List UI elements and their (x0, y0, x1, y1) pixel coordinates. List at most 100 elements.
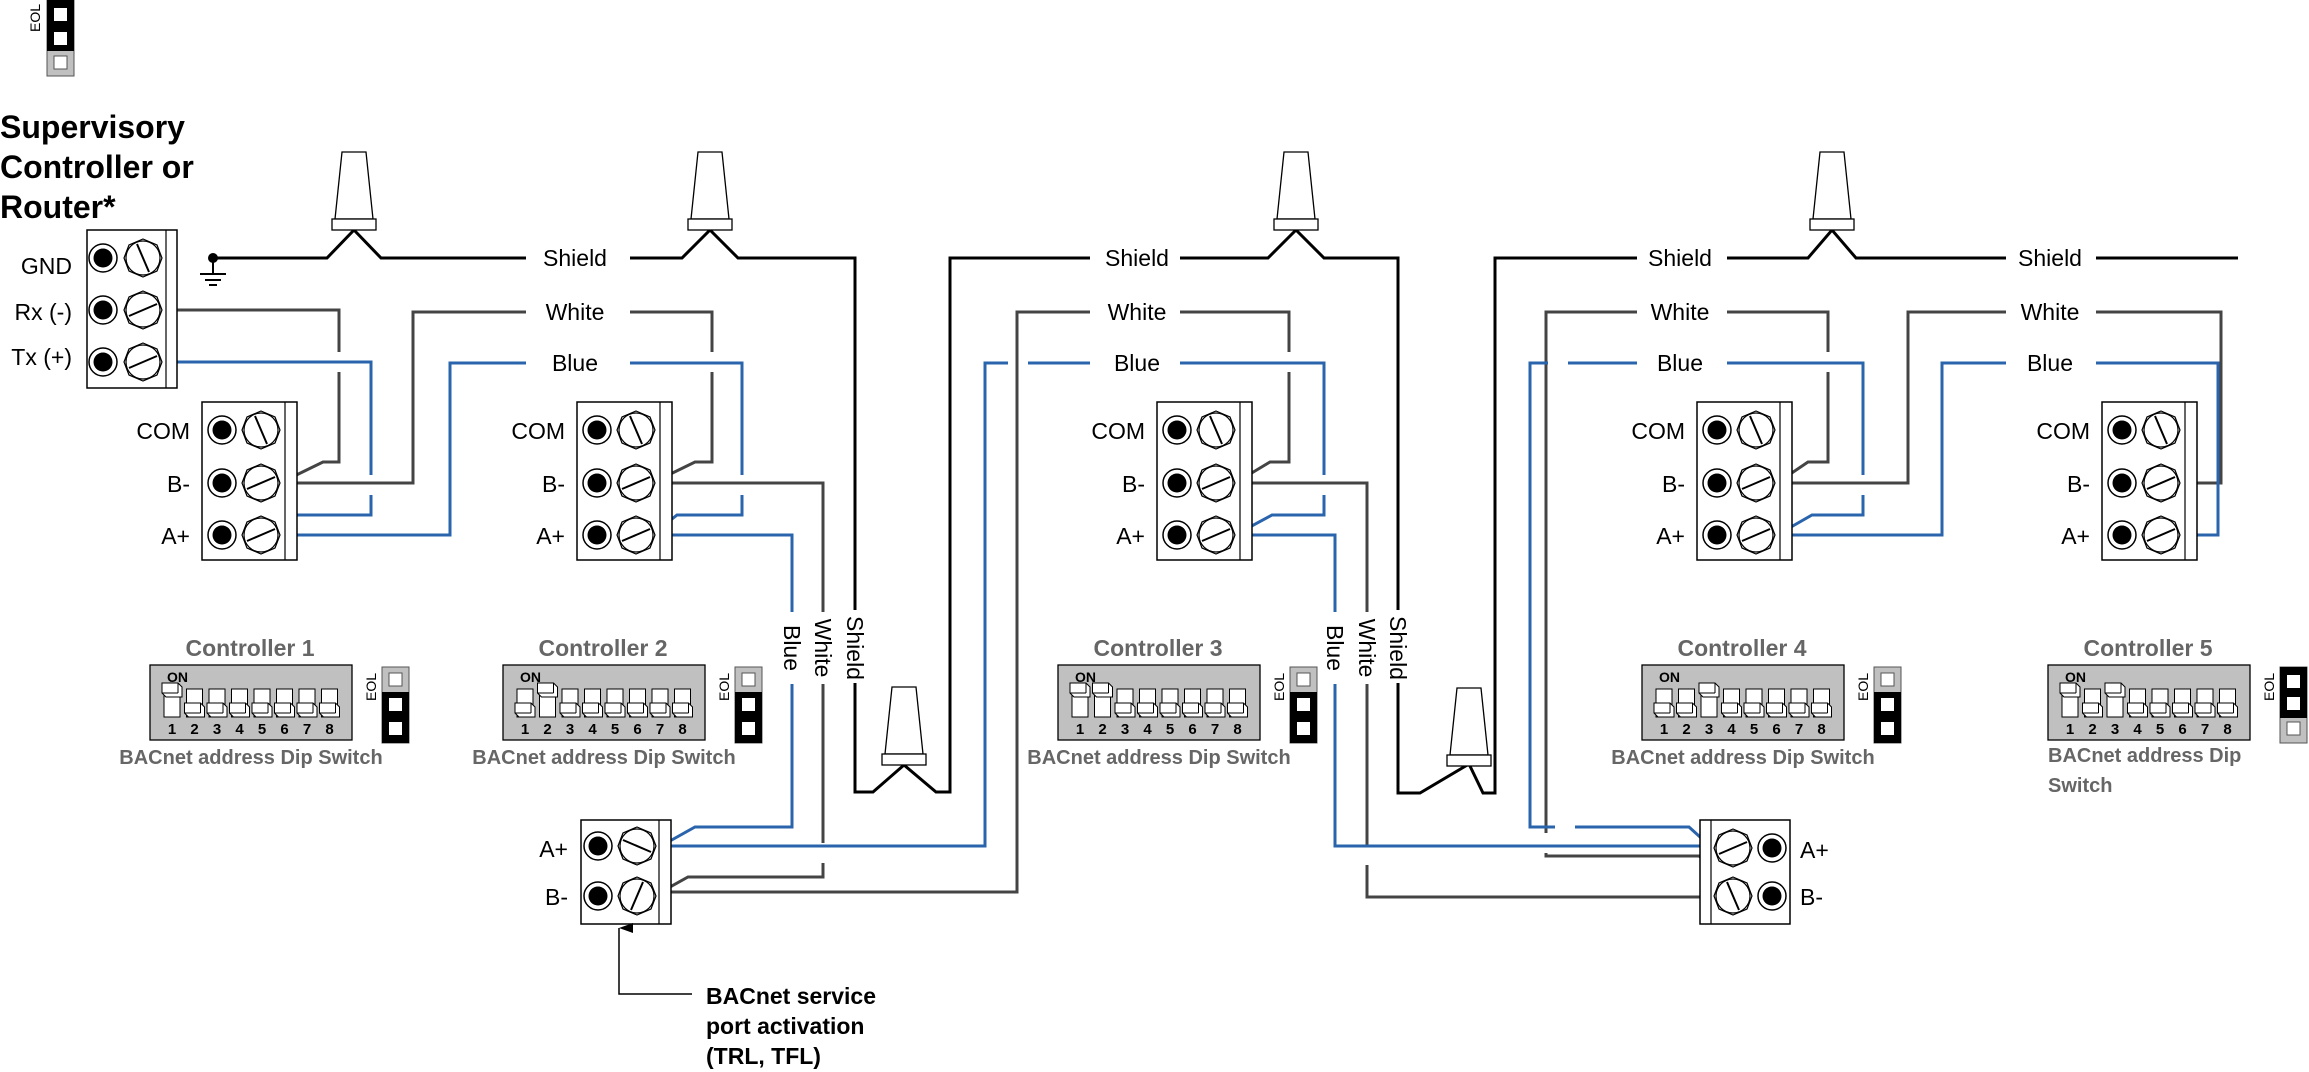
dip-toggle-4-off[interactable] (229, 688, 250, 718)
dip-toggle-8-off[interactable] (672, 688, 693, 718)
dip-toggle-2-off[interactable] (184, 688, 205, 718)
dip-toggle-1-off[interactable] (514, 688, 536, 718)
screw-icon (1196, 515, 1236, 555)
dip-toggle-6-off[interactable] (2172, 688, 2193, 718)
shield-label: Shield (1385, 616, 1411, 680)
supervisory-terminal-block (86, 229, 178, 389)
dip-number: 4 (2133, 721, 2142, 738)
blue-wire (1235, 533, 1710, 848)
dip-toggle-7-off[interactable] (2194, 688, 2216, 718)
dip-number: 4 (1727, 721, 1736, 738)
dip-number: 5 (611, 721, 619, 738)
dip-toggle-3-on[interactable] (2104, 682, 2126, 718)
terminal-hole (88, 347, 118, 377)
white-wire (165, 308, 341, 485)
blue-wire (652, 533, 794, 848)
dip-toggle-8-off[interactable] (2217, 688, 2238, 718)
dip-number: 5 (2156, 721, 2164, 738)
white-label: White (810, 619, 836, 678)
terminal-hole (1757, 833, 1787, 863)
vertical-wire-labels: Blue White Shield Blue White Shield (779, 616, 1411, 680)
dip-toggle-6-off[interactable] (627, 688, 648, 718)
white-label: White (1651, 299, 1710, 325)
terminal-hole (1702, 520, 1732, 550)
dip-toggle-7-off[interactable] (296, 688, 318, 718)
dip-toggle-4-off[interactable] (1137, 688, 1158, 718)
dip-toggle-7-off[interactable] (1204, 688, 1226, 718)
dip-toggle-2-off[interactable] (2082, 688, 2103, 718)
dip-number: 8 (2223, 721, 2231, 738)
white-label: White (546, 299, 605, 325)
wire-nut-icon (687, 151, 733, 231)
eol-label: EOL (2261, 673, 2277, 701)
dip-number: 7 (1795, 721, 1803, 738)
screw-icon (1196, 463, 1236, 503)
dip-toggle-6-off[interactable] (274, 688, 295, 718)
dip-toggle-5-off[interactable] (2149, 688, 2171, 718)
eol-jumper-off[interactable]: EOL (1271, 666, 1318, 744)
dip-toggle-6-off[interactable] (1182, 688, 1203, 718)
white-label: White (1108, 299, 1167, 325)
terminal-hole (1702, 415, 1732, 445)
dip-toggle-5-off[interactable] (604, 688, 626, 718)
dip-toggle-5-off[interactable] (251, 688, 273, 718)
blue-label: Blue (552, 350, 598, 376)
dip-toggle-2-on[interactable] (1092, 682, 1113, 718)
dip-toggle-4-off[interactable] (1721, 688, 1742, 718)
supervisory-controller: Supervisory Controller or Router* GND Rx… (0, 0, 194, 389)
service-port-right: A+ B- (1699, 819, 1829, 925)
dip-toggle-3-off[interactable] (1114, 688, 1136, 718)
dip-number: 6 (280, 721, 288, 738)
eol-jumper-on[interactable]: EOL (2261, 666, 2308, 744)
dip-toggle-7-off[interactable] (649, 688, 671, 718)
eol-jumper-off[interactable]: EOL (363, 666, 410, 744)
dip-toggle-3-on[interactable] (1698, 682, 1720, 718)
dip-toggle-7-off[interactable] (1788, 688, 1810, 718)
eol-jumper-off[interactable]: EOL (1855, 666, 1902, 744)
shield-label: Shield (2018, 245, 2082, 271)
dip-toggle-3-off[interactable] (206, 688, 228, 718)
dip-number: 1 (168, 721, 176, 738)
terminal-label-com: COM (511, 418, 565, 444)
dip-toggle-8-off[interactable] (1811, 688, 1832, 718)
terminal-hole (1162, 415, 1192, 445)
terminal-label-com: COM (136, 418, 190, 444)
dip-caption: BACnet address Dip Switch (1611, 747, 1874, 769)
blue-label: Blue (1657, 350, 1703, 376)
dip-on-label: ON (167, 669, 188, 685)
dip-toggle-3-off[interactable] (559, 688, 581, 718)
blue-wire (1180, 361, 1326, 537)
screw-icon (2141, 410, 2181, 450)
dip-toggle-4-off[interactable] (2127, 688, 2148, 718)
dip-number: 8 (1233, 721, 1241, 738)
dip-toggle-5-off[interactable] (1159, 688, 1181, 718)
dip-number: 2 (1098, 721, 1106, 738)
service-port-label-b: B- (1800, 884, 1823, 910)
dip-toggle-1-on[interactable] (1069, 682, 1091, 718)
dip-toggle-2-off[interactable] (1676, 688, 1697, 718)
terminal-label-tx: Tx (+) (11, 344, 72, 370)
dip-toggle-5-off[interactable] (1743, 688, 1765, 718)
eol-jumper-off[interactable]: EOL (716, 666, 763, 744)
dip-number: 3 (566, 721, 574, 738)
dip-toggle-2-on[interactable] (537, 682, 558, 718)
dip-number: 8 (678, 721, 686, 738)
dip-toggle-6-off[interactable] (1766, 688, 1787, 718)
white-wire (630, 310, 714, 485)
dip-toggle-8-off[interactable] (1227, 688, 1248, 718)
dip-toggle-4-off[interactable] (582, 688, 603, 718)
blue-wire (1727, 361, 1865, 537)
ground-icon (200, 253, 226, 286)
eol-label: EOL (363, 673, 379, 701)
dip-caption: BACnet address Dip (2048, 745, 2241, 767)
dip-toggle-1-on[interactable] (2059, 682, 2081, 718)
dip-toggle-1-on[interactable] (161, 682, 183, 718)
shield-wire (1727, 227, 2006, 260)
dip-toggle-8-off[interactable] (319, 688, 340, 718)
dip-on-label: ON (520, 669, 541, 685)
dip-toggle-1-off[interactable] (1653, 688, 1675, 718)
